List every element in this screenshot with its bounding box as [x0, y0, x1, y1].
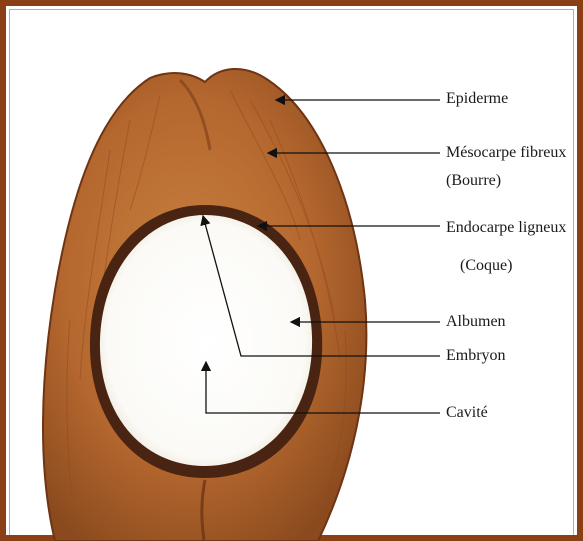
label-mesocarpe: Mésocarpe fibreux — [446, 144, 566, 162]
label-epiderme: Epiderme — [446, 90, 508, 108]
label-bourre: (Bourre) — [446, 172, 501, 190]
label-cavite: Cavité — [446, 404, 488, 422]
label-coque: (Coque) — [460, 257, 512, 275]
label-albumen: Albumen — [446, 313, 506, 331]
albumen — [100, 215, 312, 466]
label-embryon: Embryon — [446, 347, 506, 365]
label-endocarpe: Endocarpe ligneux — [446, 219, 566, 237]
